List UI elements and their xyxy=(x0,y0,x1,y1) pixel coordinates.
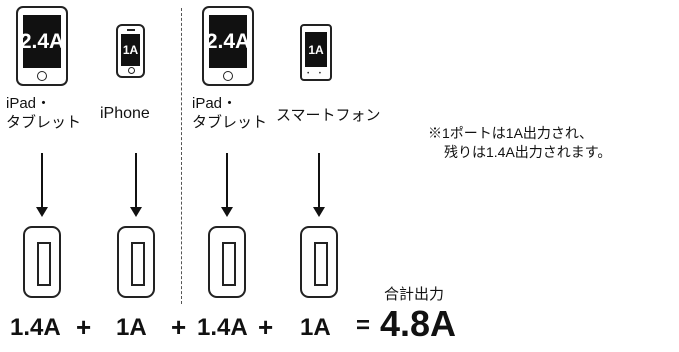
nav-buttons-icon: • • xyxy=(307,71,325,77)
phone-device-2: 1A • • xyxy=(300,24,332,81)
tablet-screen-1: 2.4A xyxy=(19,15,65,68)
arrow-down-icon xyxy=(36,153,48,217)
phone-screen-2: 1A xyxy=(305,32,327,67)
device-label-3: iPad・ タブレット xyxy=(192,94,267,132)
equation-term-1: 1.4A xyxy=(10,314,61,341)
device-label-1: iPad・ タブレット xyxy=(6,94,81,132)
total-output-label: 合計出力 xyxy=(384,286,445,303)
arrow-down-icon xyxy=(221,153,233,217)
home-button-icon xyxy=(37,71,47,81)
usb-port-2 xyxy=(117,226,155,298)
usb-slot-icon xyxy=(131,242,145,286)
usb-slot-icon xyxy=(222,242,236,286)
equation-equals: = xyxy=(356,312,371,339)
device-label-2: iPhone xyxy=(100,104,150,123)
device-label-3-line-1: iPad・ xyxy=(192,95,238,112)
note-line-1: ※1ポートは1A出力され、 xyxy=(428,125,594,141)
equation-plus-3: + xyxy=(258,312,274,342)
phone-screen-1: 1A xyxy=(121,34,140,66)
equation-term-3: 1.4A xyxy=(197,314,248,341)
device-label-3-line-2: タブレット xyxy=(192,114,268,131)
divider-line xyxy=(181,8,182,304)
tablet-device-1: 2.4A xyxy=(16,6,68,86)
note-text: ※1ポートは1A出力され、 残りは1.4A出力されます。 xyxy=(428,124,611,162)
arrow-down-icon xyxy=(313,153,325,217)
note-line-2: 残りは1.4A出力されます。 xyxy=(444,144,612,160)
speaker-icon xyxy=(126,29,135,31)
tablet-screen-text-2: 2.4A xyxy=(205,29,251,53)
usb-port-4 xyxy=(300,226,338,298)
usb-port-1 xyxy=(23,226,61,298)
home-button-icon xyxy=(223,71,233,81)
device-label-4-line-1: スマートフォン xyxy=(276,107,381,124)
usb-slot-icon xyxy=(37,242,51,286)
device-label-1-line-1: iPad・ xyxy=(6,95,52,112)
usb-slot-icon xyxy=(314,242,328,286)
home-button-icon xyxy=(127,67,135,74)
equation-plus-1: + xyxy=(76,312,92,342)
device-label-4: スマートフォン xyxy=(276,106,381,125)
tablet-screen-2: 2.4A xyxy=(205,15,251,68)
usb-port-3 xyxy=(208,226,246,298)
device-label-1-line-2: タブレット xyxy=(6,114,82,131)
phone-screen-text-1: 1A xyxy=(122,43,139,57)
arrow-down-icon xyxy=(130,153,142,217)
phone-screen-text-2: 1A xyxy=(308,42,324,57)
equation-total: 4.8A xyxy=(380,303,457,344)
tablet-screen-text-1: 2.4A xyxy=(19,29,65,53)
phone-device-1: 1A xyxy=(116,24,145,78)
equation-term-4: 1A xyxy=(300,314,331,341)
equation-term-2: 1A xyxy=(116,314,147,341)
equation-plus-2: + xyxy=(171,312,187,342)
device-label-2-line-1: iPhone xyxy=(100,105,150,122)
tablet-device-2: 2.4A xyxy=(202,6,254,86)
